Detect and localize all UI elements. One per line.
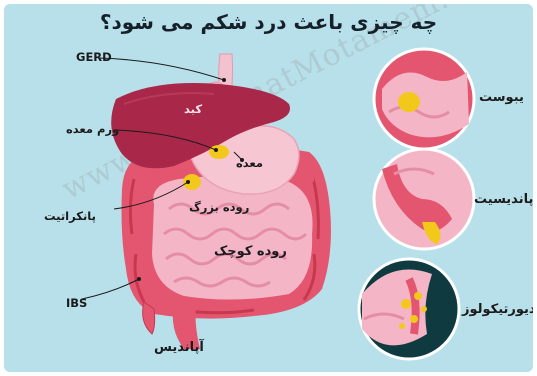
label-pancreatitis: پانکراتیت bbox=[44, 209, 96, 223]
pancreatitis-spot bbox=[183, 174, 201, 190]
gastritis-spot bbox=[209, 145, 229, 159]
inset-label-diverticulosis: دیورتیکولوز bbox=[462, 302, 533, 317]
diagram-frame: www.DrSalamatMotamem.com bbox=[4, 4, 533, 372]
diagram-title: چه چیزی باعث درد شکم می شود؟ bbox=[4, 10, 533, 34]
label-appendix: آپاندیس bbox=[154, 340, 204, 355]
label-gerd: GERD bbox=[76, 50, 112, 64]
inset-diverticulosis bbox=[359, 259, 459, 359]
label-liver: کبد bbox=[184, 102, 202, 116]
inset-appendicitis bbox=[374, 149, 474, 249]
inset-label-appendicitis: آپاندیسیت bbox=[474, 192, 533, 207]
label-ibs: IBS bbox=[66, 296, 87, 310]
label-stomach: معده bbox=[236, 156, 263, 170]
inset-label-constipation: یبوست bbox=[479, 90, 524, 105]
inset-constipation bbox=[374, 49, 474, 149]
label-small-intestine: روده کوچک bbox=[214, 244, 287, 259]
label-gastritis: ورم معده bbox=[66, 122, 119, 136]
label-large-intestine: روده بزرگ bbox=[189, 200, 249, 214]
